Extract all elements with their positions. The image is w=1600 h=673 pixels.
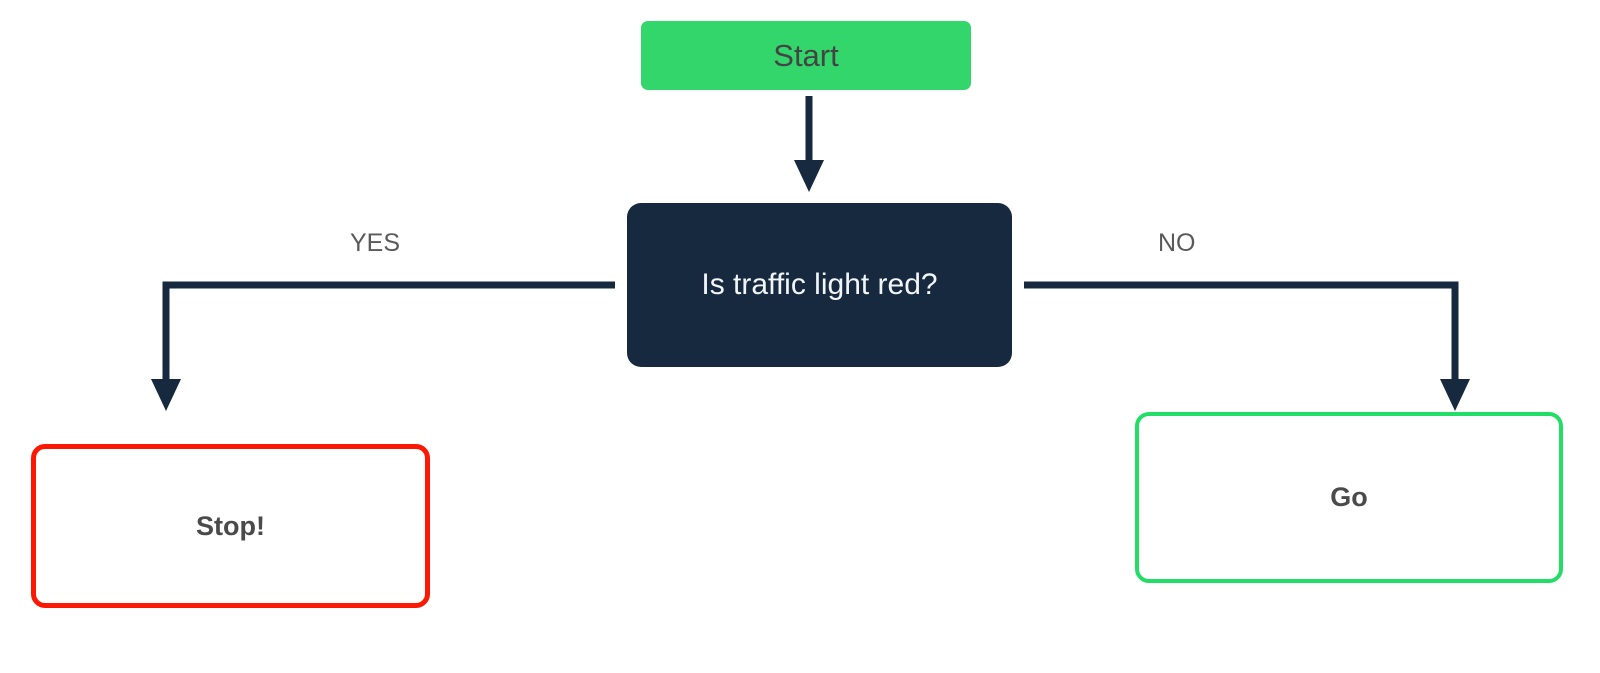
edge-decision-to-go <box>1024 281 1470 411</box>
node-decision[interactable]: Is traffic light red? <box>627 203 1012 367</box>
edge-decision-to-stop <box>151 281 615 411</box>
node-stop[interactable]: Stop! <box>31 444 430 608</box>
edge-start-to-decision <box>794 96 824 192</box>
node-start[interactable]: Start <box>641 21 971 90</box>
arrowhead-icon <box>151 379 181 411</box>
node-go[interactable]: Go <box>1135 412 1563 583</box>
edge-label-yes: YES <box>350 229 401 257</box>
arrowhead-icon <box>794 160 824 192</box>
arrowhead-icon <box>1440 379 1470 411</box>
edge-label-no: NO <box>1158 229 1196 257</box>
